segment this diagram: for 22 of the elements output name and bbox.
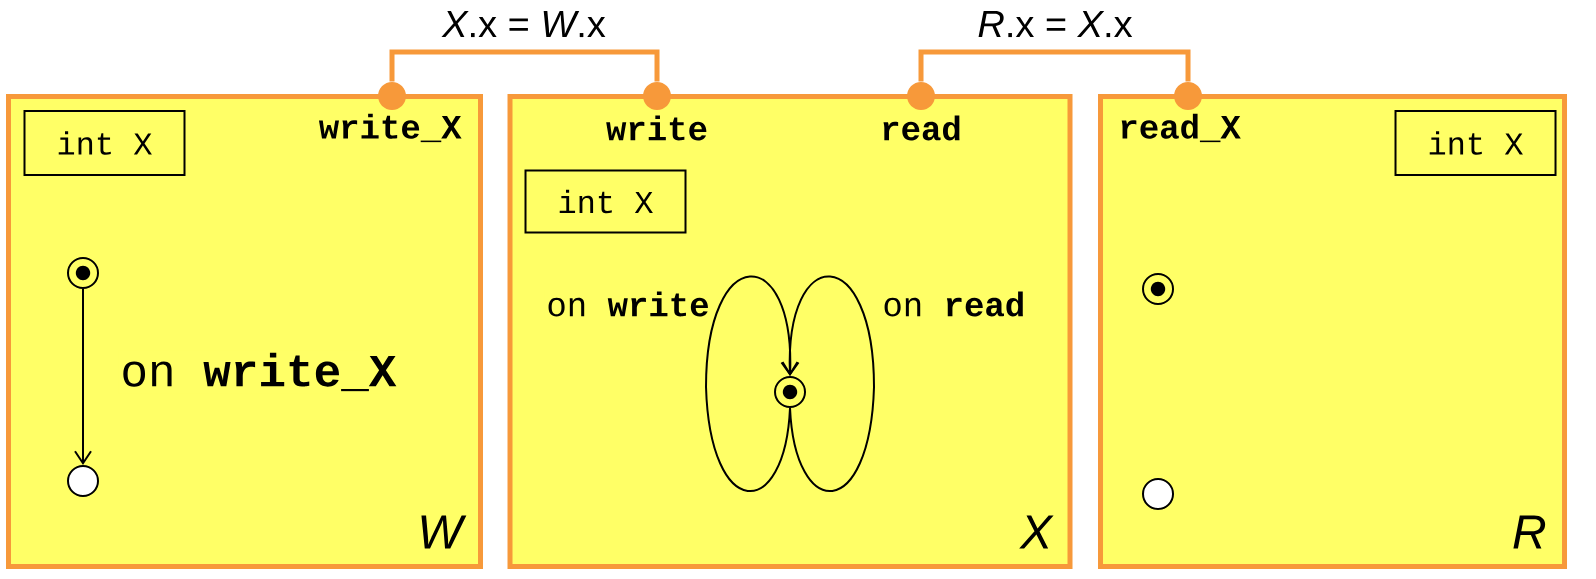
final-state bbox=[1142, 478, 1174, 510]
connector-line bbox=[918, 49, 1191, 82]
connector-line bbox=[389, 49, 660, 82]
initial-state bbox=[67, 257, 99, 289]
edge-label: on read bbox=[880, 289, 1028, 319]
port-label: read bbox=[883, 115, 960, 141]
port-label: write bbox=[606, 115, 707, 141]
variable-box: int X bbox=[524, 169, 687, 234]
transition-loop bbox=[705, 275, 800, 492]
final-state bbox=[67, 465, 99, 497]
initial-state bbox=[1142, 273, 1174, 305]
port-label: read_X bbox=[1121, 113, 1241, 143]
edge-label: on write_X bbox=[118, 350, 399, 394]
variable-box: int X bbox=[23, 110, 186, 176]
edge-label: on write bbox=[544, 289, 712, 319]
initial-state bbox=[774, 376, 806, 408]
port-label: write_X bbox=[318, 113, 462, 143]
transition-loop bbox=[780, 275, 875, 492]
edge-label: R.x = X.x bbox=[975, 8, 1135, 40]
variable-box: int X bbox=[1394, 110, 1557, 176]
edge-label: X.x = W.x bbox=[440, 8, 608, 40]
transition-arrow bbox=[74, 288, 92, 465]
